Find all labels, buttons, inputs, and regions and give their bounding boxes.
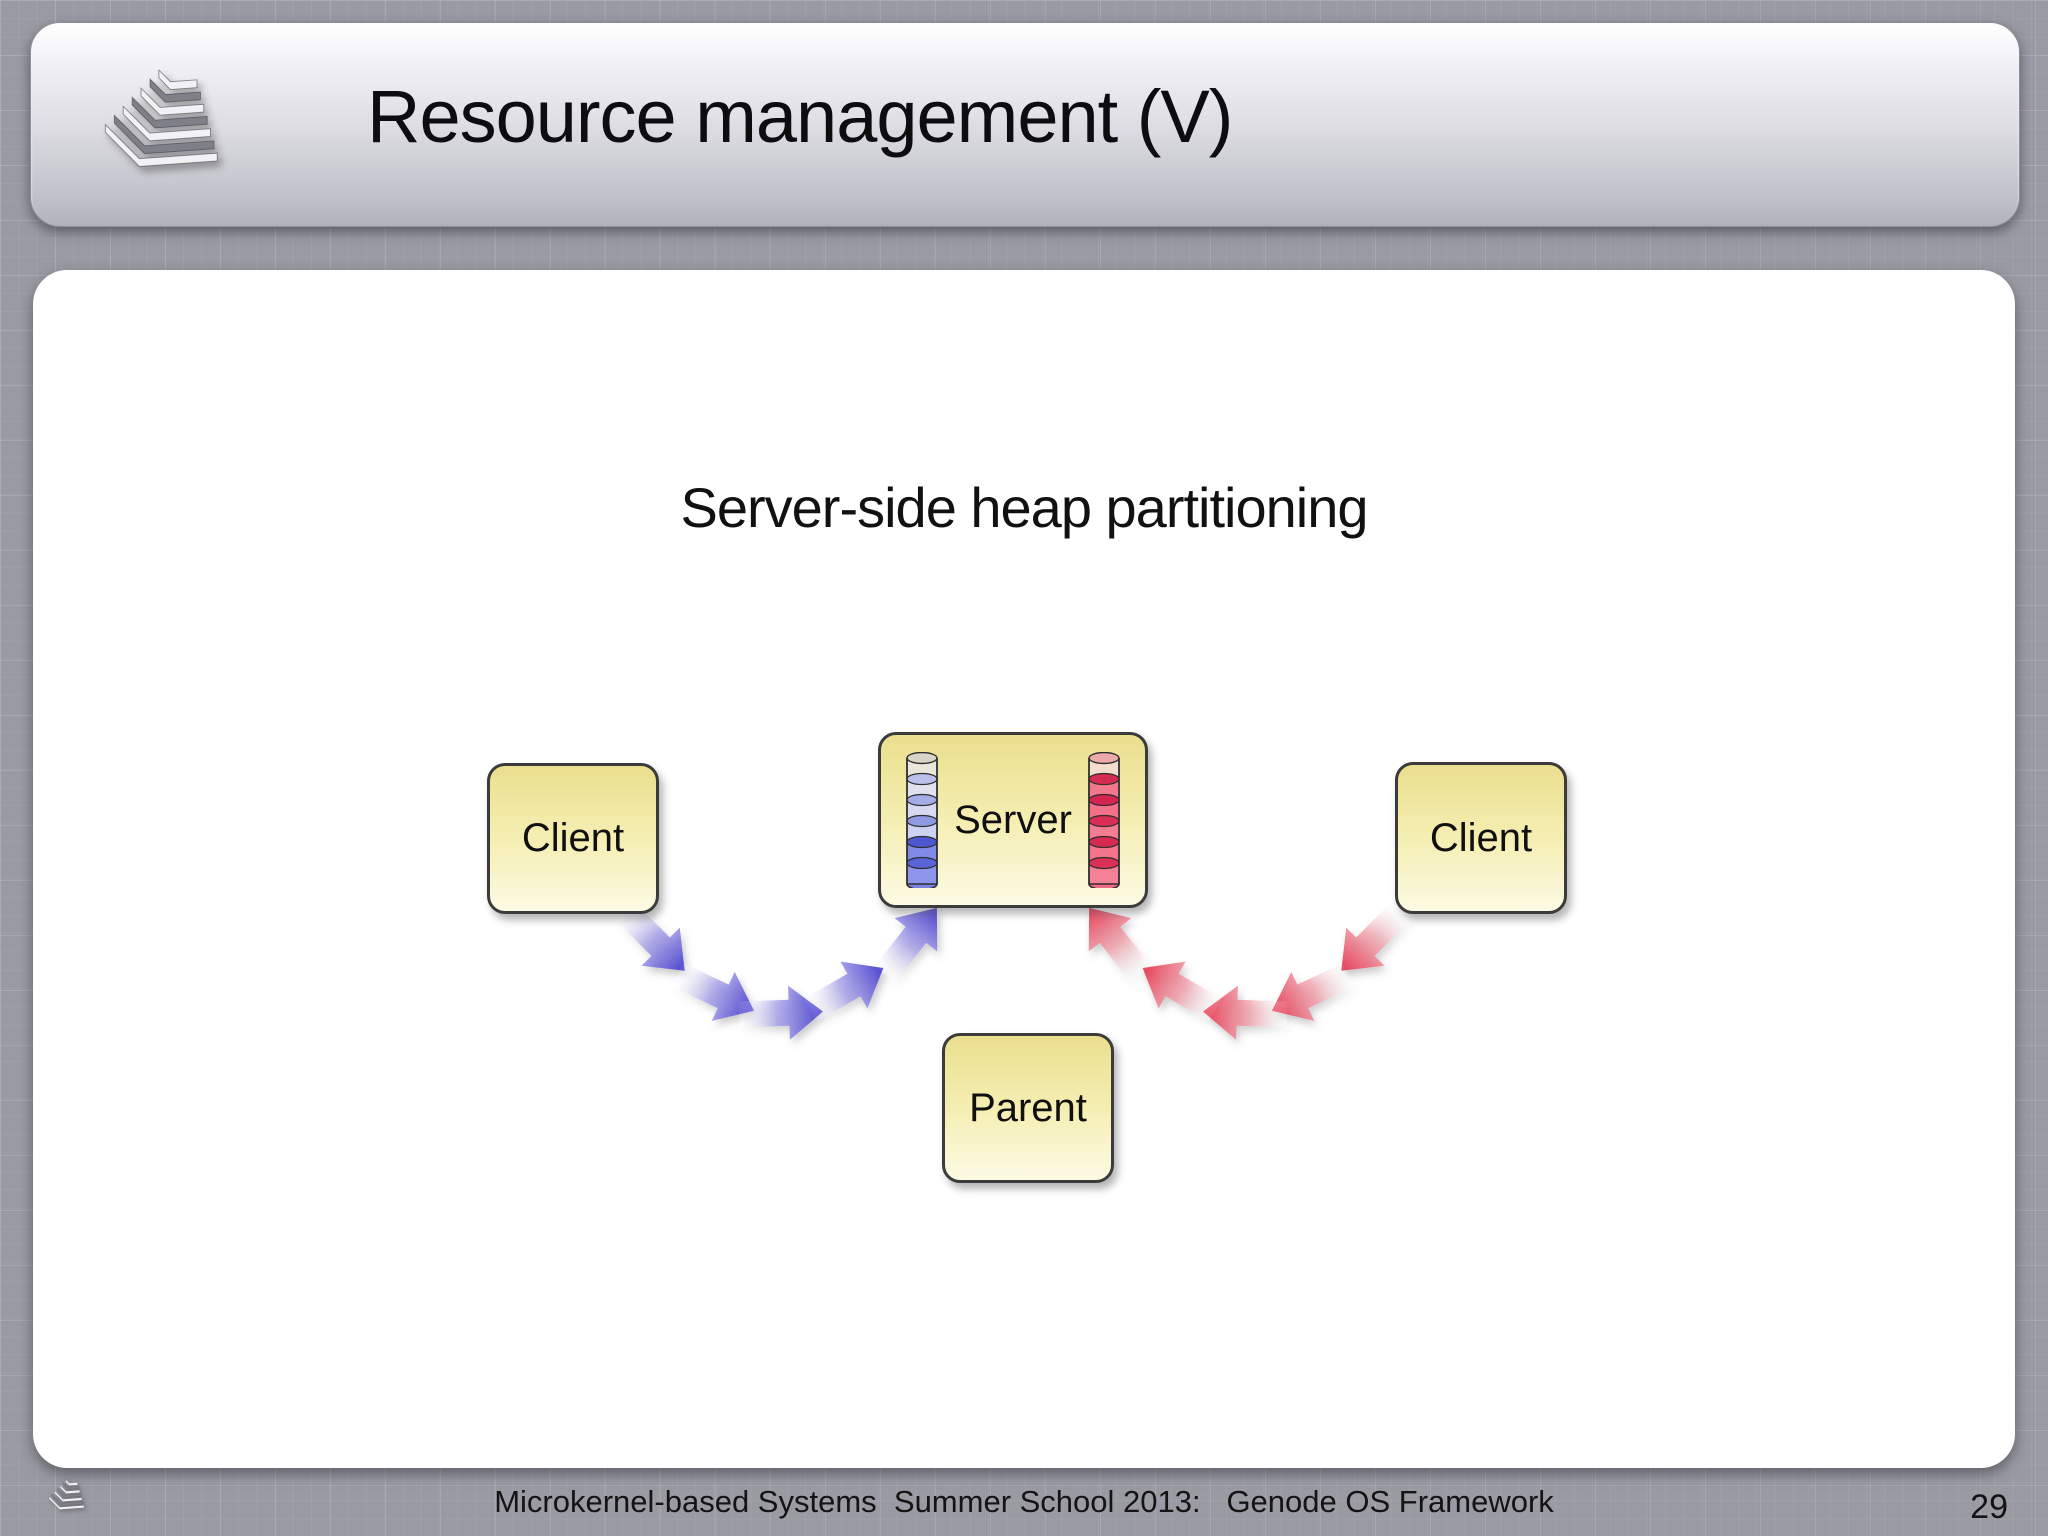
client-left-to-server-arrows xyxy=(606,891,959,1042)
slide-title: Resource management (V) xyxy=(367,75,1233,158)
footer-text: Microkernel-based Systems Summer School … xyxy=(494,1484,1554,1519)
content-panel: Server-side heap partitioning Client xyxy=(33,270,2015,1468)
node-client-right-label: Client xyxy=(1429,815,1533,860)
node-server: Server xyxy=(878,732,1148,908)
heap-partition-blue-icon xyxy=(906,752,938,888)
content-heading: Server-side heap partitioning xyxy=(680,476,1369,539)
os-group-chevron-logo-icon xyxy=(104,69,218,167)
node-client-left: Client xyxy=(487,763,659,914)
node-server-label: Server xyxy=(954,797,1072,842)
heap-partition-red-icon xyxy=(1088,752,1120,888)
page-number: 29 xyxy=(1970,1488,2008,1526)
node-parent: Parent xyxy=(942,1033,1114,1183)
client-right-to-server-arrows xyxy=(1067,891,1420,1042)
slide-header: Resource management (V) xyxy=(30,22,2020,227)
node-parent-label: Parent xyxy=(969,1085,1087,1130)
node-client-right: Client xyxy=(1395,762,1567,914)
node-client-left-label: Client xyxy=(521,816,625,860)
